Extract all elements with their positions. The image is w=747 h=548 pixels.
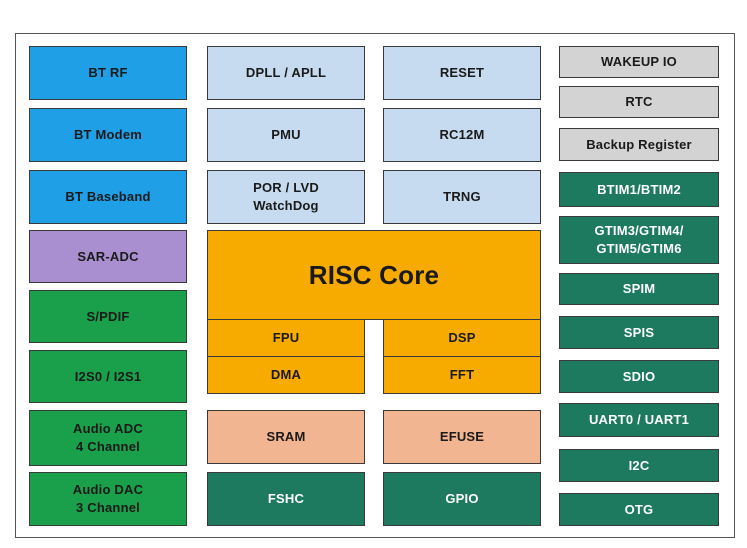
block-i2c: I2C	[559, 449, 719, 482]
block-bt-rf: BT RF	[29, 46, 187, 100]
block-bt-modem: BT Modem	[29, 108, 187, 162]
block-fshc: FSHC	[207, 472, 365, 526]
block-spim: SPIM	[559, 273, 719, 305]
block-sram: SRAM	[207, 410, 365, 464]
block-uart: UART0 / UART1	[559, 403, 719, 437]
block-i2s: I2S0 / I2S1	[29, 350, 187, 403]
block-spis: SPIS	[559, 316, 719, 349]
block-gtim: GTIM3/GTIM4/ GTIM5/GTIM6	[559, 216, 719, 264]
block-sar-adc: SAR-ADC	[29, 230, 187, 283]
block-sdio: SDIO	[559, 360, 719, 393]
block-spdif: S/PDIF	[29, 290, 187, 343]
block-dsp: DSP	[383, 319, 541, 357]
block-rtc: RTC	[559, 86, 719, 118]
block-backup-register: Backup Register	[559, 128, 719, 161]
block-fft: FFT	[383, 356, 541, 394]
block-rc12m: RC12M	[383, 108, 541, 162]
block-dpll-apll: DPLL / APLL	[207, 46, 365, 100]
block-fpu: FPU	[207, 319, 365, 357]
block-dma: DMA	[207, 356, 365, 394]
block-audio-dac: Audio DAC 3 Channel	[29, 472, 187, 526]
block-diagram-frame	[15, 33, 735, 538]
block-por-lvd: POR / LVD WatchDog	[207, 170, 365, 224]
block-trng: TRNG	[383, 170, 541, 224]
block-audio-adc: Audio ADC 4 Channel	[29, 410, 187, 466]
block-wakeup-io: WAKEUP IO	[559, 46, 719, 78]
block-risc-core: RISC Core	[207, 230, 541, 320]
block-reset: RESET	[383, 46, 541, 100]
block-pmu: PMU	[207, 108, 365, 162]
block-efuse: EFUSE	[383, 410, 541, 464]
block-btim: BTIM1/BTIM2	[559, 172, 719, 207]
block-bt-baseband: BT Baseband	[29, 170, 187, 224]
block-gpio: GPIO	[383, 472, 541, 526]
block-otg: OTG	[559, 493, 719, 526]
